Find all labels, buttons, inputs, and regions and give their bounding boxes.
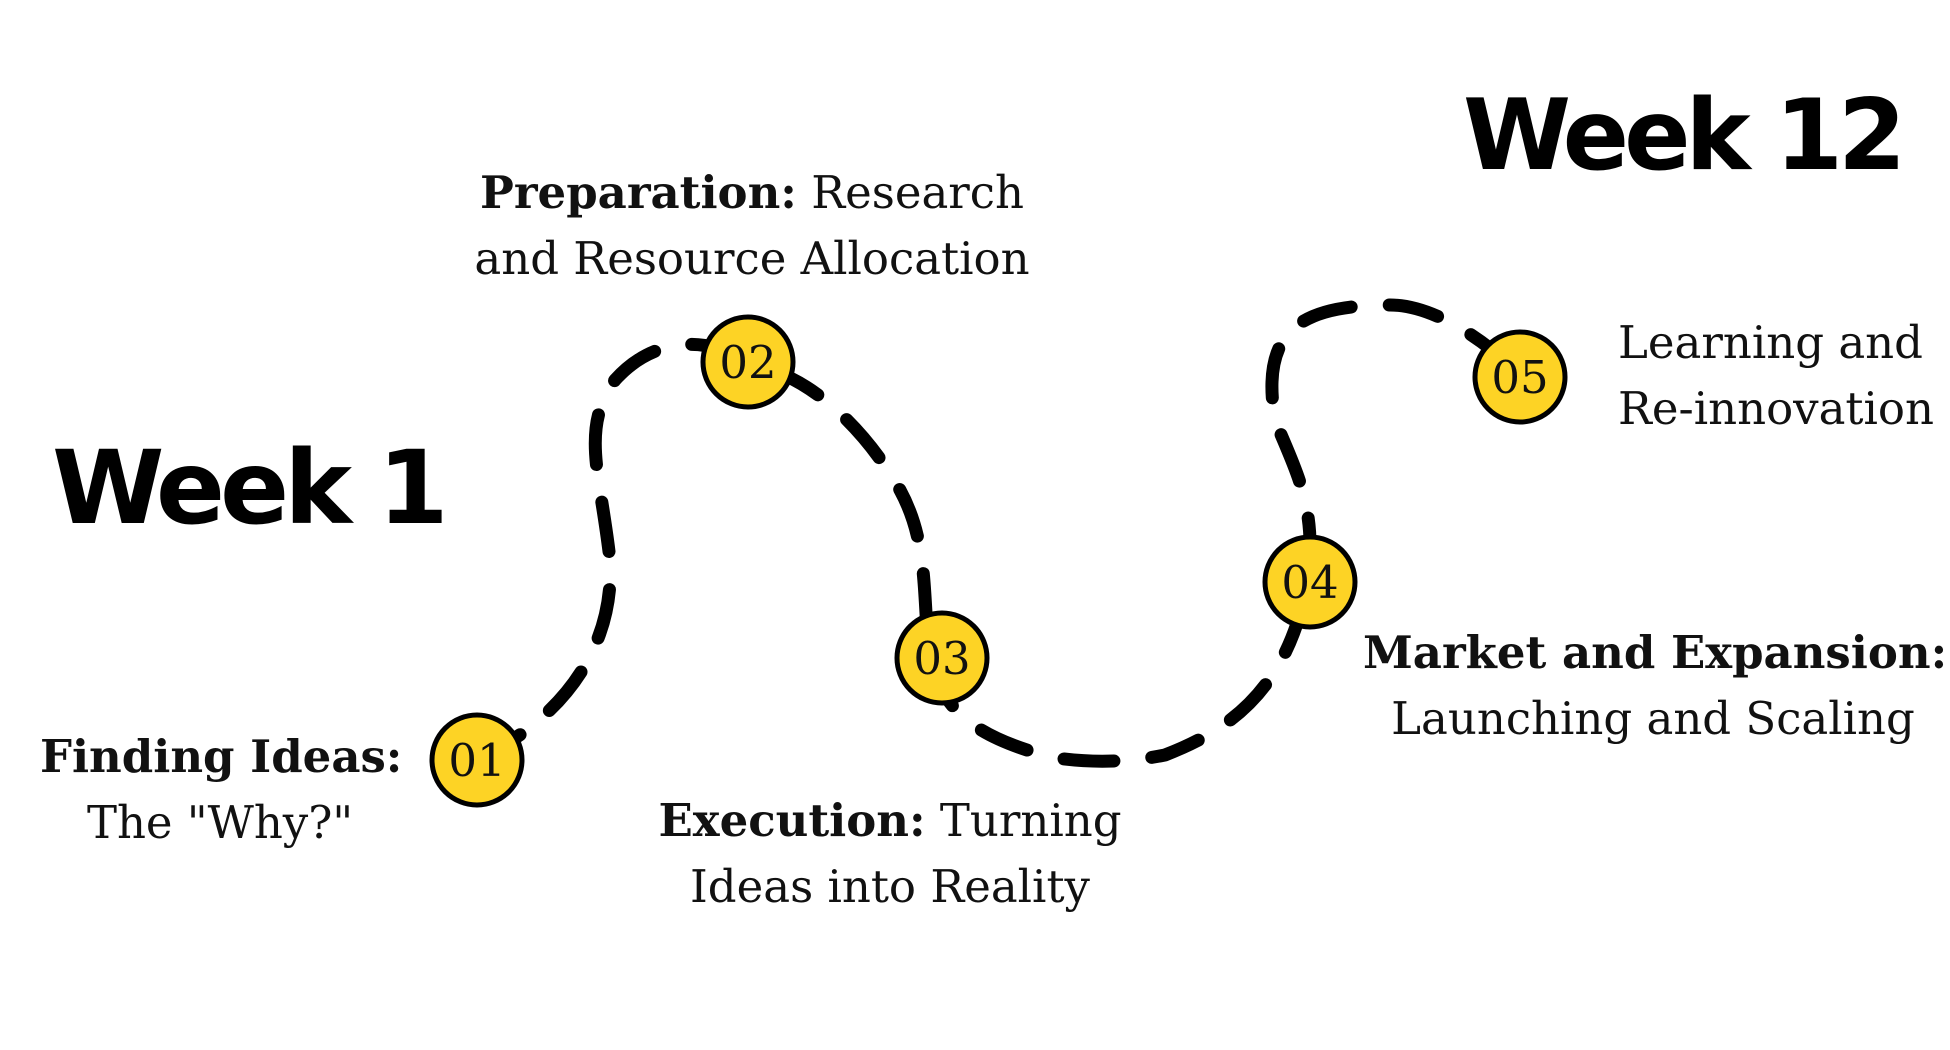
step-node-02[interactable]: 02 [700,314,796,410]
step-04-title-line: Market and Expansion: [1363,620,1947,686]
step-03-title: Execution: [658,794,926,847]
step-02-title: Preparation: [480,166,797,219]
step-03-desc: Ideas into Reality [690,860,1090,913]
roadmap-path [470,298,1527,768]
step-01-desc: The "Why?" [86,796,354,849]
step-05-desc-line-2: Re-innovation [1618,382,1934,435]
step-number-05: 05 [1491,351,1548,404]
step-03-title-rest: Turning [925,794,1122,847]
step-node-04-circle [1262,534,1358,630]
week-start-label: Week 1 [52,429,449,548]
step-03-title-line: Execution: Turning [640,788,1140,854]
step-node-04[interactable]: 04 [1262,534,1358,630]
step-04-desc: Launching and Scaling [1391,692,1915,745]
step-02-title-rest: Research [796,166,1024,219]
step-node-01-circle [429,712,525,808]
step-04-title: Market and Expansion: [1363,626,1948,679]
step-node-01[interactable]: 01 [429,712,525,808]
step-01-text: Finding Ideas: The "Why?" [40,724,403,856]
step-node-05[interactable]: 05 [1472,329,1568,425]
step-node-03[interactable]: 03 [894,610,990,706]
step-05-text: Learning and Re-innovation [1618,310,1938,442]
step-01-title-line: Finding Ideas: [40,724,403,790]
step-01-title: Finding Ideas: [40,730,403,783]
step-number-02: 02 [719,336,776,389]
step-02-text: Preparation: Research and Resource Alloc… [462,160,1042,292]
week-end-label: Week 12 [1463,79,1906,193]
step-05-desc-line-1: Learning and [1618,316,1923,369]
step-04-text: Market and Expansion: Launching and Scal… [1363,620,1947,752]
step-number-01: 01 [448,734,505,787]
step-02-desc: and Resource Allocation [474,232,1030,285]
step-node-02-circle [700,314,796,410]
step-02-title-line: Preparation: Research [462,160,1042,226]
step-node-05-circle [1472,329,1568,425]
step-node-03-circle [894,610,990,706]
step-number-03: 03 [913,632,970,685]
step-03-text: Execution: Turning Ideas into Reality [640,788,1140,920]
step-number-04: 04 [1281,556,1338,609]
